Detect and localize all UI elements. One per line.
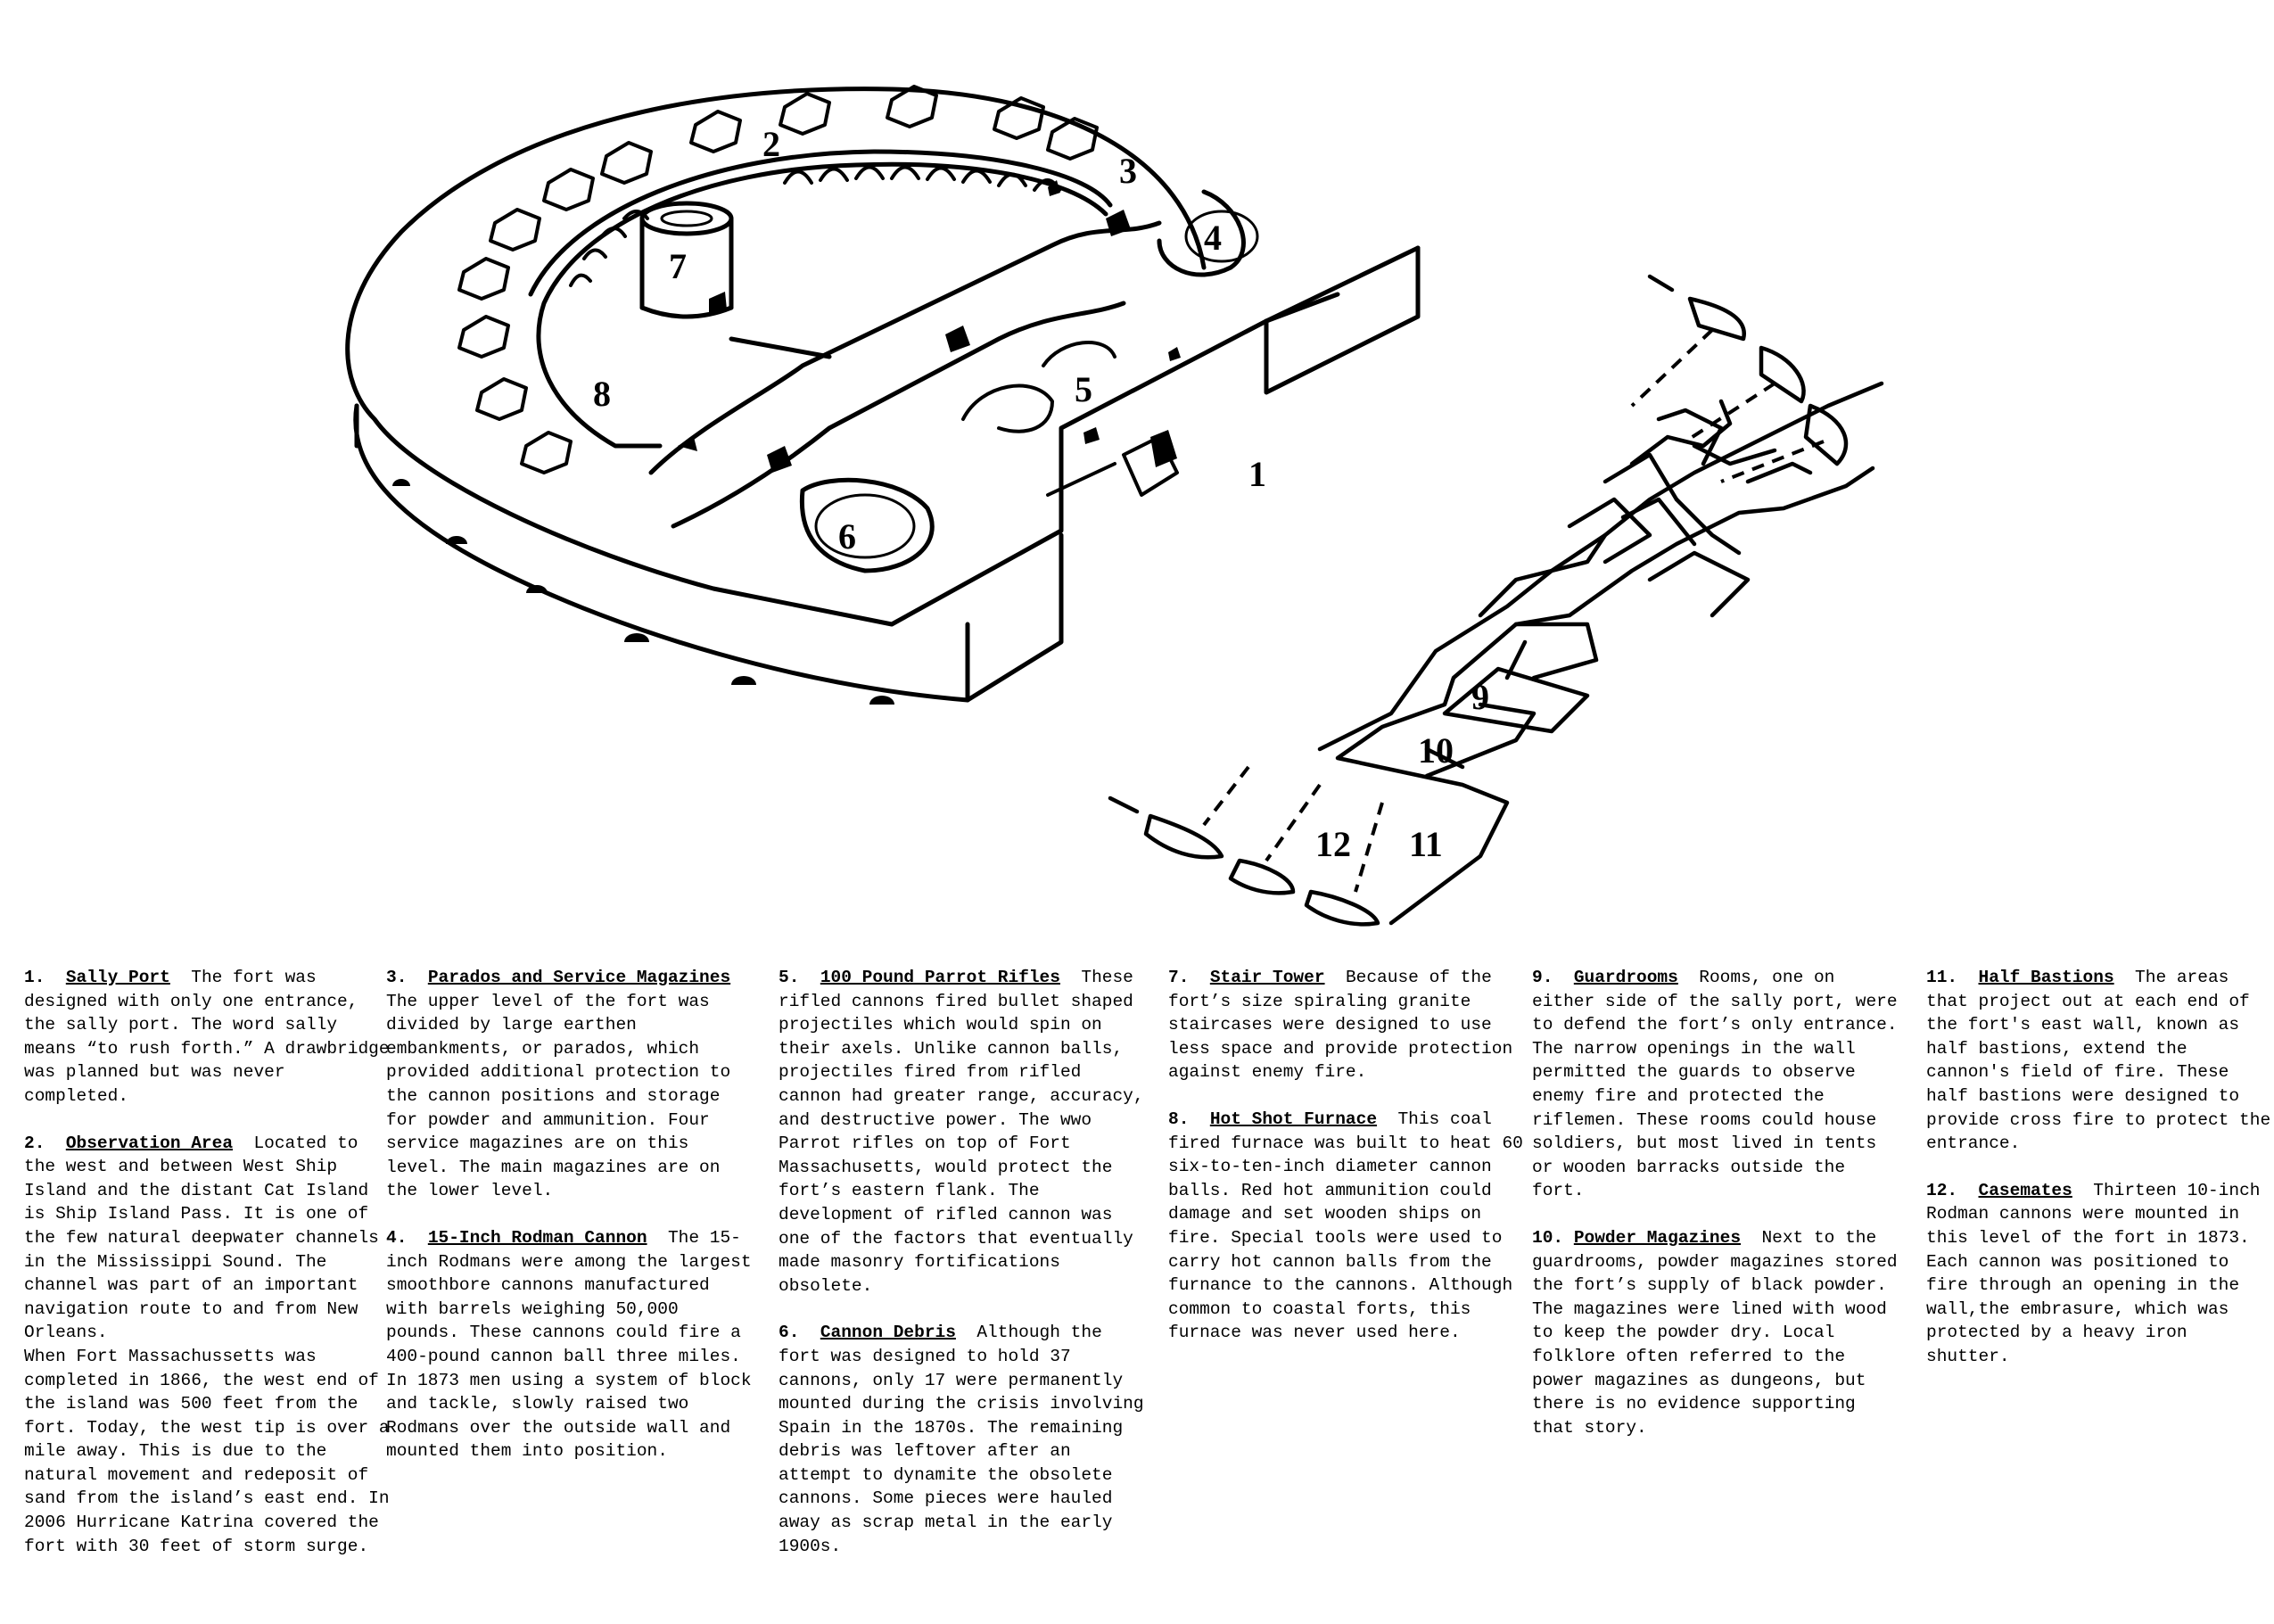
entry-text: Because of the fort’s size spiraling gra… [1168, 968, 1513, 1083]
legend-entry-4: 4. 15-Inch Rodman Cannon The 15-inch Rod… [386, 1226, 752, 1463]
legend-column-6: 11. Half Bastions The areas that project… [1926, 966, 2274, 1392]
legend-column-1: 1. Sally Port The fort was designed with… [24, 966, 390, 1581]
entry-heading: Parados and Service Magazines [427, 968, 731, 987]
entry-heading: Half Bastions [1978, 968, 2114, 987]
entry-number: 1. [24, 968, 45, 987]
diagram-label-6: 6 [838, 516, 856, 556]
entry-text: The areas that project out at each end o… [1926, 968, 2271, 1154]
entry-heading: Powder Magazines [1573, 1227, 1742, 1248]
legend-entry-2: 2. Observation Area Located to the west … [24, 1132, 390, 1559]
legend-entry-1: 1. Sally Port The fort was designed with… [24, 966, 390, 1109]
legend-entry-12: 12. Casemates Thirteen 10-inch Rodman ca… [1926, 1179, 2274, 1369]
legend-entry-10: 10. Powder Magazines Next to the guardro… [1532, 1226, 1898, 1439]
diagram-label-9: 9 [1471, 677, 1489, 717]
diagram-label-11: 11 [1409, 824, 1443, 864]
legend-entry-7: 7. Stair Tower Because of the fort’s siz… [1168, 966, 1534, 1084]
casemate-plan-outline [1335, 466, 1875, 926]
entry-number: 5. [779, 968, 800, 987]
entry-text: Thirteen 10-inch Rodman cannons were mou… [1926, 1180, 2261, 1366]
entry-heading: Casemates [1978, 1180, 2072, 1200]
entry-number: 2. [24, 1133, 45, 1153]
entry-heading: Cannon Debris [820, 1323, 956, 1343]
legend-column-2: 3. Parados and Service Magazines The upp… [386, 966, 752, 1487]
entry-text: These rifled cannons fired bullet shaped… [779, 968, 1144, 1296]
legend-entry-11: 11. Half Bastions The areas that project… [1926, 966, 2274, 1156]
diagram-label-8: 8 [593, 374, 611, 414]
entry-text: Located to the west and between West Shi… [24, 1133, 379, 1343]
fort-diagram: 1 2 3 4 5 6 7 8 9 10 11 12 [345, 85, 1884, 927]
entry-number: 9. [1532, 968, 1553, 987]
entry-text: The upper level of the fort was divided … [386, 991, 731, 1201]
legend-entry-9: 9. Guardrooms Rooms, one on either side … [1532, 966, 1898, 1203]
entry-text: The fort was designed with only one entr… [24, 968, 390, 1106]
entry-heading: Guardrooms [1573, 968, 1678, 987]
legend-column-5: 9. Guardrooms Rooms, one on either side … [1532, 966, 1898, 1463]
entry-heading: Hot Shot Furnace [1209, 1109, 1378, 1129]
entry-heading: Observation Area [65, 1133, 234, 1153]
entry-text: Next to the guardrooms, powder magazines… [1532, 1227, 1898, 1438]
diagram-label-2: 2 [762, 124, 780, 164]
diagram-label-10: 10 [1418, 730, 1454, 771]
entry-number: 11. [1926, 968, 1958, 987]
entry-text: When Fort Massachussetts was completed i… [24, 1346, 390, 1556]
diagram-label-5: 5 [1075, 369, 1092, 409]
entry-text: The 15-inch Rodmans were among the large… [386, 1227, 752, 1462]
entry-heading: 15-Inch Rodman Cannon [427, 1227, 647, 1248]
legend-entry-5: 5. 100 Pound Parrot Rifles These rifled … [779, 966, 1144, 1298]
entry-number: 12. [1926, 1180, 1958, 1200]
diagram-label-12: 12 [1315, 824, 1351, 864]
legend-entry-8: 8. Hot Shot Furnace This coal fired furn… [1168, 1108, 1534, 1345]
diagram-label-3: 3 [1119, 151, 1137, 191]
legend-column-3: 5. 100 Pound Parrot Rifles These rifled … [779, 966, 1144, 1581]
entry-number: 4. [386, 1227, 408, 1248]
entry-number: 8. [1168, 1109, 1190, 1129]
legend-column-4: 7. Stair Tower Because of the fort’s siz… [1168, 966, 1534, 1368]
entry-text: Although the fort was designed to hold 3… [779, 1323, 1144, 1556]
entry-heading: 100 Pound Parrot Rifles [820, 968, 1060, 987]
entry-number: 7. [1168, 968, 1190, 987]
entry-number: 6. [779, 1323, 800, 1343]
diagram-label-1: 1 [1248, 454, 1266, 494]
fort-outer-wall [345, 87, 1421, 627]
diagram-label-7: 7 [669, 246, 687, 286]
entry-text: Rooms, one on either side of the sally p… [1532, 968, 1898, 1201]
entry-number: 10. [1532, 1227, 1564, 1248]
entry-text: This coal fired furnace was built to hea… [1168, 1109, 1523, 1343]
legend-entry-3: 3. Parados and Service Magazines The upp… [386, 966, 752, 1203]
entry-number: 3. [386, 968, 408, 987]
entry-heading: Stair Tower [1209, 968, 1325, 987]
entry-heading: Sally Port [65, 968, 170, 987]
diagram-label-4: 4 [1204, 218, 1222, 258]
legend-entry-6: 6. Cannon Debris Although the fort was d… [779, 1321, 1144, 1558]
